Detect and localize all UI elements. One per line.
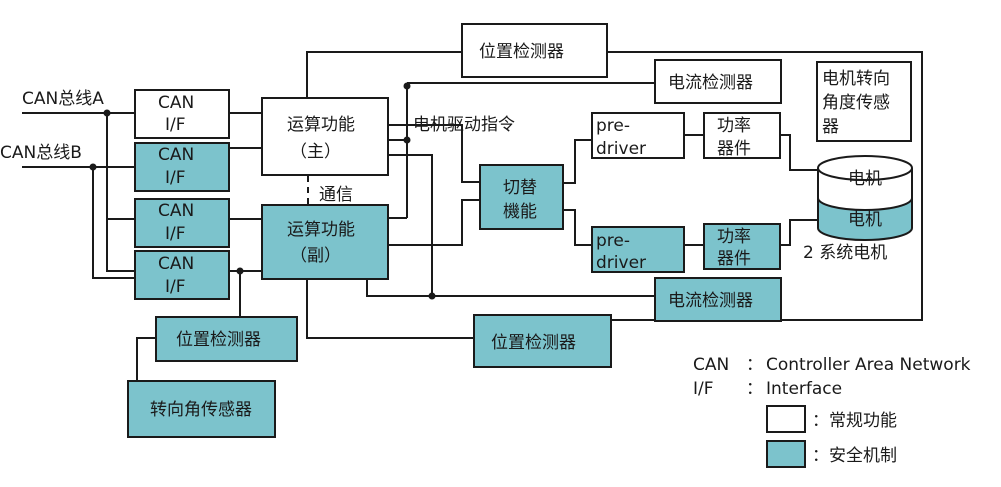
- can-if-2-line2: I/F: [165, 168, 186, 188]
- main-to-pos-top: [306, 51, 462, 98]
- predriver-top: [591, 112, 685, 159]
- position-sensor-top-label: 位置检测器: [479, 42, 564, 62]
- current-sensor-top: [654, 59, 782, 104]
- compute-sub-line1: 运算功能: [287, 220, 355, 240]
- current-sensor-bottom-label: 电流检测器: [668, 291, 753, 311]
- main-to-current-bottom: [388, 154, 655, 297]
- switch-to-predriver-top: [563, 139, 592, 184]
- can-if-3-line2: I/F: [165, 224, 186, 244]
- legend-normal-label: ：常规功能: [812, 411, 897, 431]
- motor-angle-sensor-line1: 电机转向: [822, 69, 890, 89]
- position-sensor-top: [461, 23, 608, 78]
- legend-abbr-if: I/F: [693, 379, 714, 399]
- can-if-2: [134, 142, 230, 192]
- position-sensor-bottom-label: 位置检测器: [491, 333, 576, 353]
- switch-line1: 切替: [503, 178, 537, 198]
- junction-dot: [428, 292, 436, 300]
- legend-safety-label: ：安全机制: [812, 446, 897, 466]
- motor-caption: 2 系统电机: [803, 243, 887, 263]
- power-top-line1: 功率: [717, 116, 751, 136]
- position-sensor-left: [155, 316, 298, 362]
- legend-safety-swatch: [766, 440, 806, 468]
- comm-label: 通信: [319, 185, 353, 205]
- bus-a-drop-2: [106, 219, 135, 272]
- predriver-top-line2: driver: [596, 139, 646, 159]
- motor-top-label: 电机: [848, 169, 882, 189]
- legend-def-if: Interface: [766, 379, 842, 399]
- compute-sub: [261, 204, 389, 280]
- position-sensor-left-label: 位置检测器: [176, 330, 261, 350]
- compute-sub-line2: （副）: [290, 246, 341, 266]
- predriver-top-line1: pre-: [596, 116, 630, 136]
- current-sensor-top-label: 电流检测器: [668, 73, 753, 93]
- can-if-1-line2: I/F: [165, 115, 186, 135]
- pos-left-to-steering: [136, 337, 156, 381]
- can-if-1-line1: CAN: [158, 93, 194, 113]
- steering-angle-sensor-label: 转向角传感器: [150, 400, 252, 420]
- motor-command-label: 电机驱动指令: [413, 115, 515, 135]
- power-top-to-motor: [780, 134, 820, 171]
- can-if-1: [134, 89, 230, 139]
- legend-sep-1: ：: [746, 355, 763, 375]
- compute-main: [261, 97, 389, 176]
- can-if-4-line2: I/F: [165, 277, 186, 297]
- junction-dot: [403, 136, 411, 144]
- legend-def-can: Controller Area Network: [766, 355, 971, 375]
- motor-angle-sensor-line2: 角度传感: [822, 93, 890, 113]
- junction-dots: [89, 82, 436, 300]
- power-device-bottom: [703, 223, 781, 270]
- motor-bottom-label: 电机: [848, 210, 882, 230]
- legend-normal-swatch: [766, 405, 806, 433]
- sub-to-pos-bottom: [306, 279, 474, 339]
- compute-main-line1: 运算功能: [287, 115, 355, 135]
- switch-line2: 機能: [503, 202, 537, 222]
- can-if-3: [134, 198, 230, 248]
- connection-lines: [22, 51, 923, 381]
- junction-dot: [403, 82, 411, 90]
- legend-sep-2: ：: [746, 379, 763, 399]
- bus-b-drop: [92, 167, 135, 279]
- bus-a-label: CAN总线A: [22, 89, 104, 109]
- motor-top-ellipse: [817, 155, 913, 181]
- position-sensor-bottom: [473, 314, 612, 368]
- power-top-line2: 器件: [717, 139, 751, 159]
- junction-dot: [236, 267, 244, 275]
- can-if-3-line1: CAN: [158, 201, 194, 221]
- junction-dot: [103, 109, 111, 117]
- switch-to-predriver-bottom: [563, 209, 592, 246]
- motor-cylinder: [817, 155, 913, 241]
- legend-abbr-can: CAN: [693, 355, 729, 375]
- motor-angle-sensor: [816, 61, 912, 142]
- current-sensor-bottom: [654, 277, 782, 322]
- junction-dot: [89, 163, 97, 171]
- predriver-bottom: [591, 226, 685, 273]
- steering-angle-sensor: [127, 380, 276, 438]
- can-if-4: [134, 250, 230, 300]
- motor-angle-sensor-line3: 器: [822, 117, 839, 137]
- predriver-bottom-line1: pre-: [596, 231, 630, 251]
- main-to-switch: [388, 124, 480, 183]
- power-bottom-line1: 功率: [717, 227, 751, 247]
- can-if-2-line1: CAN: [158, 145, 194, 165]
- compute-main-line2: （主）: [290, 142, 341, 162]
- power-bottom-to-motor: [780, 219, 820, 246]
- sub-to-switch: [388, 199, 480, 246]
- power-bottom-line2: 器件: [717, 249, 751, 269]
- predriver-bottom-line2: driver: [596, 253, 646, 273]
- bus-b-label: CAN总线B: [0, 143, 82, 163]
- power-device-top: [703, 112, 781, 159]
- switch-function: [479, 164, 564, 230]
- can-if-4-line1: CAN: [158, 254, 194, 274]
